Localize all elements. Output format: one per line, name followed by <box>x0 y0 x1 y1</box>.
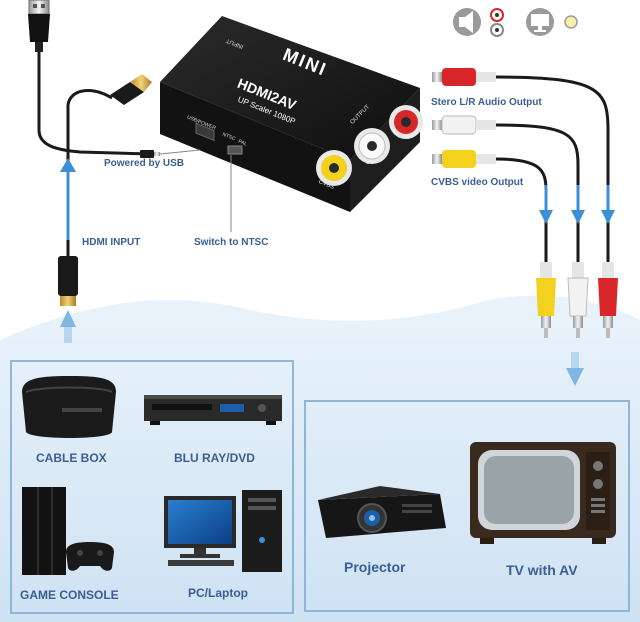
cable-box-icon <box>22 376 116 438</box>
hdmi-plug-top-icon <box>110 74 152 105</box>
arrow-down-icon <box>539 185 553 224</box>
jack-r-label: R <box>398 134 403 140</box>
powered-by-usb-label: Powered by USB <box>104 158 185 169</box>
rca-plug-red-top <box>432 68 496 86</box>
source-label-game-console: GAME CONSOLE <box>20 588 119 602</box>
rca-jack-red <box>389 105 423 139</box>
monitor-icon <box>526 8 554 36</box>
blu-ray-player-icon <box>144 395 282 425</box>
rca-plug-yellow-bottom <box>536 262 556 338</box>
tv-icon <box>470 442 616 544</box>
usb-pointer-line <box>159 149 201 155</box>
rca-jack-yellow <box>316 150 352 186</box>
source-devices-panel <box>10 360 294 614</box>
hdmi-plug-bottom-icon <box>58 256 78 306</box>
projector-icon <box>318 486 446 538</box>
cvbs-video-output-label: CVBS video Output <box>431 177 524 188</box>
arrow-down-icon <box>571 185 585 224</box>
hdmi2av-converter <box>160 16 423 212</box>
source-label-blu-ray: BLU RAY/DVD <box>174 451 255 465</box>
rca-plug-red-bottom <box>598 262 618 338</box>
rca-jack-white <box>354 128 390 164</box>
arrow-down-icon <box>566 352 584 386</box>
stereo-audio-output-label: Stero L/R Audio Output <box>431 97 542 108</box>
rca-video-jack-icon <box>564 15 578 29</box>
rca-audio-jacks-icon <box>490 8 504 37</box>
rca-plug-yellow-top <box>432 150 496 168</box>
rca-plug-white-top <box>432 115 496 135</box>
output-label-projector: Projector <box>344 559 406 575</box>
output-label-tv: TV with AV <box>506 562 578 578</box>
arrow-up-icon <box>60 158 76 240</box>
source-label-pc: PC/Laptop <box>188 586 248 600</box>
usb-plug-icon <box>28 0 50 52</box>
arrow-down-icon <box>601 185 615 224</box>
micro-usb-plug-icon <box>140 150 160 158</box>
hdmi-input-label: HDMI INPUT <box>82 237 141 248</box>
output-devices-panel <box>304 400 630 612</box>
speaker-icon <box>453 8 481 36</box>
source-label-cable-box: CABLE BOX <box>36 451 107 465</box>
rca-plug-white-bottom <box>567 262 589 338</box>
switch-to-ntsc-label: Switch to NTSC <box>194 237 269 248</box>
arrow-up-icon <box>60 310 76 343</box>
jack-l-label: L <box>366 160 370 166</box>
game-console-icon <box>22 487 114 575</box>
pc-icon <box>164 490 282 572</box>
